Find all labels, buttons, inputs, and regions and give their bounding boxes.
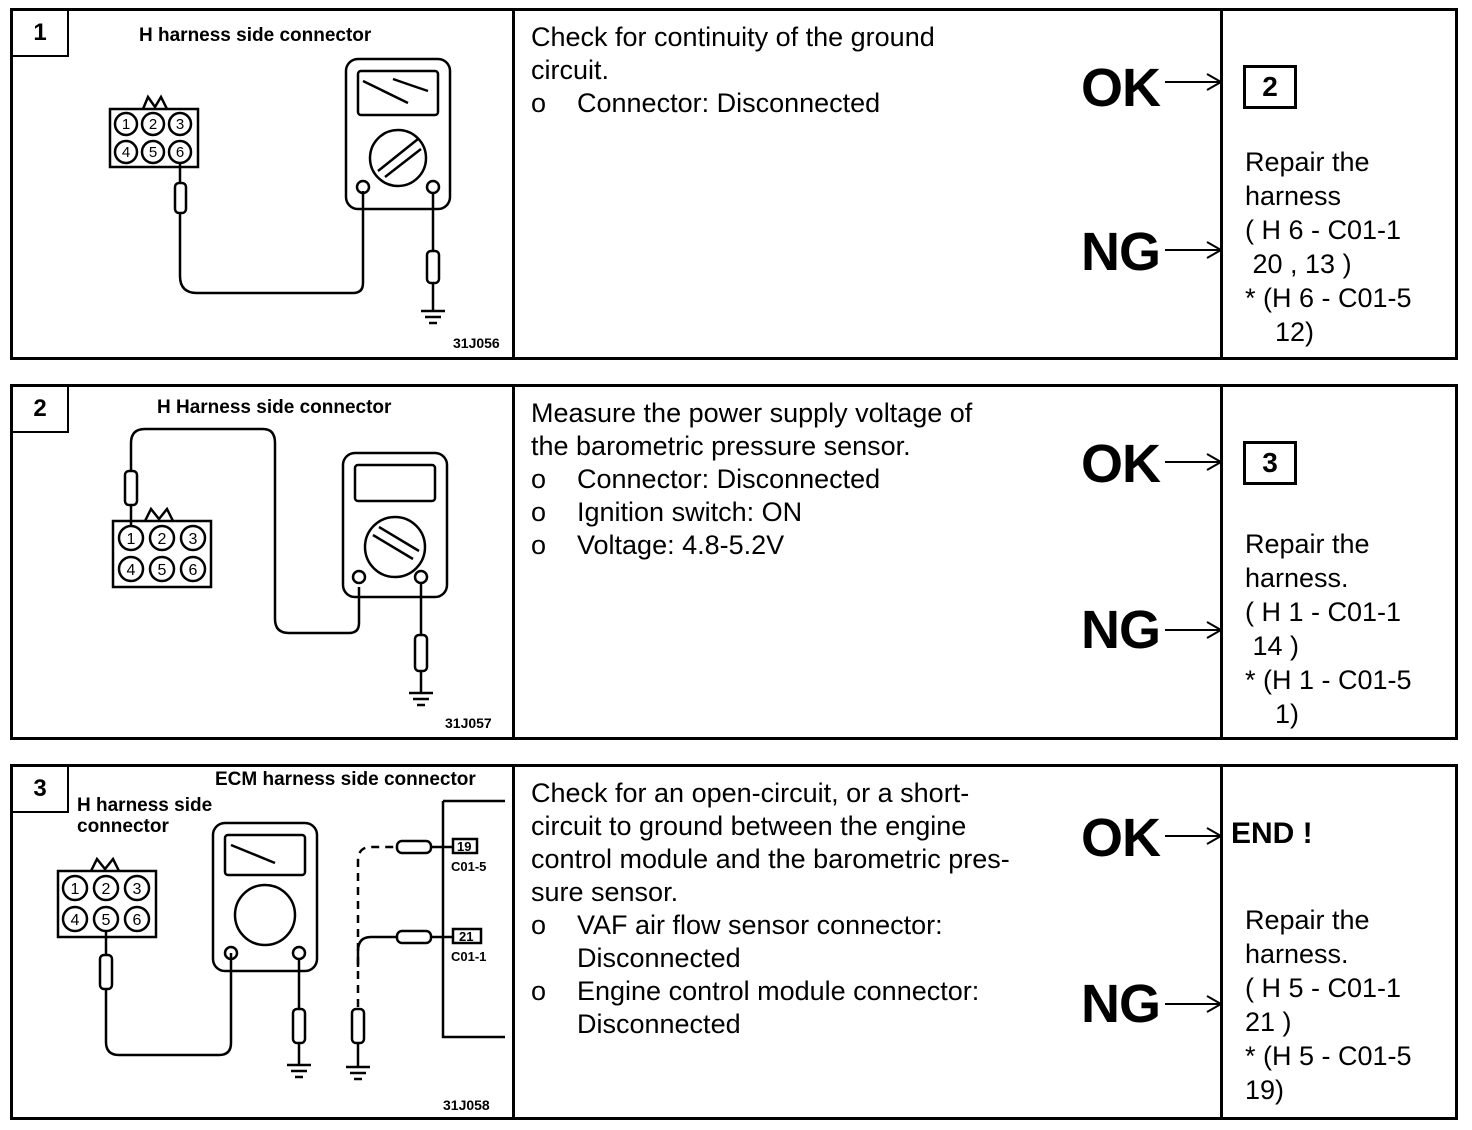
figure-id: 31J056 — [453, 335, 500, 351]
ok-label: OK — [1081, 58, 1161, 118]
repair-instruction: Repair the harness ( H 6 - C01-1 20 , 13… — [1245, 147, 1412, 347]
next-step-box: 3 — [1243, 441, 1297, 485]
figure-id: 31J058 — [443, 1097, 490, 1113]
step-number: 1 — [13, 11, 69, 57]
ng-label: NG — [1081, 974, 1161, 1034]
step-2-diagram-cell: 2 H Harness side connector 1 2 3 4 5 6 — [13, 387, 515, 737]
connector-pin-label: 5 — [158, 562, 167, 579]
harness-connector — [111, 506, 213, 589]
connector-pin-label: 1 — [71, 881, 80, 898]
end-label: END ! — [1231, 817, 1313, 850]
instruction-text: Check for continuity of the ground circu… — [531, 22, 935, 85]
repair-instruction: Repair the harness. ( H 5 - C01-1 21 ) *… — [1245, 905, 1412, 1105]
step-2-result-cell: 3 Repair the harness. ( H 1 - C01-1 14 )… — [1223, 387, 1455, 737]
connector-pin-label: 3 — [189, 531, 198, 548]
diagram-caption: H Harness side connector — [157, 397, 392, 418]
step-1-instruction-cell: Check for continuity of the ground circu… — [515, 11, 1224, 357]
ng-label: NG — [1081, 600, 1161, 660]
connector-pin-label: 4 — [122, 144, 130, 161]
connector-pin-label: 6 — [189, 562, 198, 579]
step-1: 1 H harness side connector 1 2 3 4 5 6 — [10, 8, 1458, 360]
ok-arrow-icon — [1165, 453, 1224, 471]
multimeter-diagram: 1 2 3 4 5 6 — [111, 427, 449, 707]
ng-arrow-icon — [1165, 995, 1224, 1013]
step-1-result-cell: 2 Repair the harness ( H 6 - C01-1 20 , … — [1223, 11, 1455, 357]
step-1-diagram-cell: 1 H harness side connector 1 2 3 4 5 6 — [13, 11, 515, 357]
connector-pin-label: 5 — [149, 144, 157, 161]
instruction-text: Measure the power supply voltage of the … — [531, 398, 973, 461]
next-step-box: 2 — [1243, 65, 1297, 109]
ecm-pin-label: C01-1 — [451, 949, 486, 964]
ecm-pin-label: 19 — [457, 839, 471, 854]
step-3-instruction-cell: Check for an open-circuit, or a short-ci… — [515, 767, 1224, 1117]
step-2: 2 H Harness side connector 1 2 3 4 5 6 — [10, 384, 1458, 740]
connector-pin-label: 2 — [102, 881, 111, 898]
step-number: 3 — [13, 767, 69, 813]
multimeter-diagram: 1 2 3 4 5 6 — [108, 57, 452, 325]
step-2-instruction-cell: Measure the power supply voltage of the … — [515, 387, 1224, 737]
ok-arrow-icon — [1165, 827, 1224, 845]
repair-instruction: Repair the harness. ( H 1 - C01-1 14 ) *… — [1245, 529, 1412, 729]
harness-connector — [108, 94, 200, 169]
ecm-pin-label: C01-5 — [451, 859, 486, 874]
ok-label: OK — [1081, 808, 1161, 868]
connector-pin-label: 3 — [176, 116, 184, 133]
ng-arrow-icon — [1165, 621, 1224, 639]
connector-pin-label: 5 — [102, 912, 111, 929]
connector-pin-label: 6 — [176, 144, 184, 161]
ok-arrow-icon — [1165, 73, 1224, 91]
diagram-caption: H harness side connector — [139, 25, 372, 46]
connector-pin-label: 2 — [149, 116, 157, 133]
connector-pin-label: 2 — [158, 531, 167, 548]
multimeter-diagram: 1 2 3 4 5 6 — [56, 799, 505, 1081]
connector-pin-label: 4 — [127, 562, 136, 579]
step-3-diagram-cell: 3 ECM harness side connector H harness s… — [13, 767, 515, 1117]
connector-pin-label: 3 — [133, 881, 142, 898]
connector-pin-label: 1 — [127, 531, 136, 548]
ng-arrow-icon — [1165, 241, 1224, 259]
ecm-pin-label: 21 — [459, 929, 473, 944]
connector-pin-label: 6 — [133, 912, 142, 929]
ng-label: NG — [1081, 222, 1161, 282]
step-3-result-cell: END ! Repair the harness. ( H 5 - C01-1 … — [1223, 767, 1455, 1117]
instruction-text: Check for an open-circuit, or a short-ci… — [531, 778, 1010, 907]
diagram-caption-secondary: H harness side connector — [77, 795, 213, 837]
step-3: 3 ECM harness side connector H harness s… — [10, 764, 1458, 1120]
diagram-caption: ECM harness side connector — [215, 769, 476, 790]
connector-pin-label: 4 — [71, 912, 80, 929]
ok-label: OK — [1081, 434, 1161, 494]
connector-pin-label: 1 — [122, 116, 130, 133]
step-number: 2 — [13, 387, 69, 433]
figure-id: 31J057 — [445, 715, 492, 731]
